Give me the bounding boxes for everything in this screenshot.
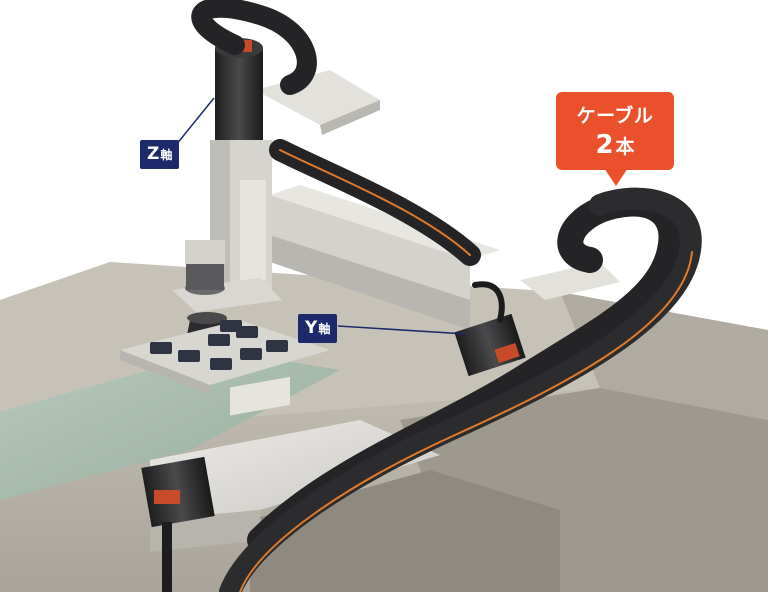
main-cable-chain — [219, 187, 702, 592]
z-axis-letter: Z — [147, 144, 160, 164]
y-axis-leader — [337, 325, 467, 335]
upper-cable-chain — [191, 0, 481, 266]
callout-unit: 本 — [615, 136, 635, 158]
workpiece-tray — [120, 320, 330, 395]
z-axis-kanji: 軸 — [160, 148, 173, 162]
y-axis-letter: Y — [305, 318, 318, 338]
z-axis-leader — [175, 97, 215, 146]
callout-count: 2 — [595, 130, 614, 160]
x-axis-motor — [141, 456, 215, 592]
z-axis-label: Z軸 — [140, 140, 180, 169]
callout-pointer — [604, 168, 628, 186]
z-axis-motor — [215, 38, 263, 140]
y-axis-kanji: 軸 — [318, 322, 331, 336]
y-axis-label: Y軸 — [298, 314, 338, 343]
x-axis-rail — [150, 376, 440, 552]
y-axis-motor — [454, 313, 526, 377]
callout-title: ケーブル — [576, 105, 654, 127]
